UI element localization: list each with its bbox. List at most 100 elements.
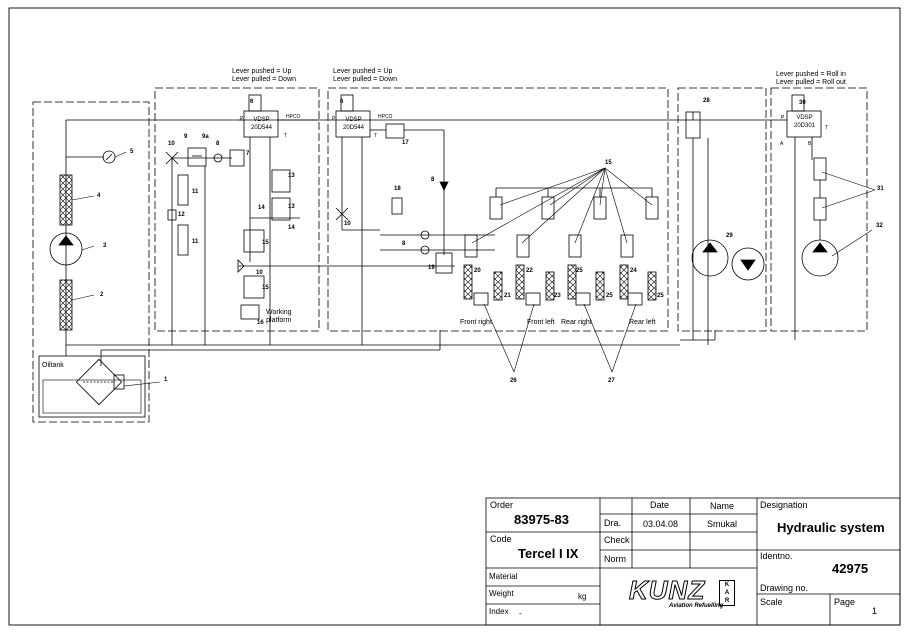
callout-4: 4: [97, 193, 101, 199]
front-right-label: Front right: [460, 319, 492, 326]
dra-name: Smukal: [707, 519, 738, 529]
title-block-grid: [485, 497, 901, 626]
callout-20: 20: [474, 268, 481, 274]
callout-9: 9: [184, 134, 188, 140]
callout-15-main: 15: [605, 160, 612, 166]
callout-22: 22: [526, 268, 533, 274]
callout-10-b: 10: [344, 221, 351, 227]
scale-label: Scale: [760, 597, 783, 607]
callout-16: 16: [257, 320, 264, 326]
dra-date: 03.04.08: [643, 519, 679, 529]
callout-13-a: 13: [288, 173, 295, 179]
callout-3: 3: [103, 243, 107, 249]
callout-9a: 9a: [202, 134, 209, 140]
callout-14-b: 14: [288, 225, 295, 231]
port-p-3: P: [781, 115, 785, 121]
designation-label: Designation: [760, 500, 808, 510]
port-a-3: A: [780, 141, 784, 147]
identno-label: Identno.: [760, 551, 793, 561]
valve-31b: [813, 197, 827, 221]
lever-note-roll-in: Lever pushed = Roll in: [776, 71, 846, 78]
callout-17: 17: [402, 140, 409, 146]
valve-13b: [271, 197, 291, 221]
callout-26: 26: [510, 378, 517, 384]
port-b-3: B: [808, 141, 812, 147]
outrigger-cylinders: [463, 264, 657, 306]
index-value: -: [519, 609, 522, 618]
valve-7: [229, 149, 245, 167]
kunz-logo-tagline: Aviation Refuelling: [669, 603, 724, 609]
check-label: Check: [604, 535, 630, 545]
section-working-platform: [154, 87, 320, 332]
callout-30: 30: [799, 100, 806, 106]
section-drive: [677, 87, 767, 332]
valve-13a: [271, 169, 291, 193]
callout-7: 7: [246, 151, 250, 157]
order-label: Order: [490, 500, 514, 510]
valve-18: [391, 197, 403, 215]
callout-2: 2: [100, 292, 104, 298]
dra-label: Dra.: [604, 518, 622, 528]
lever-note-down-mid: Lever pulled = Down: [333, 76, 398, 83]
material-label: Material: [489, 572, 518, 581]
callout-13-b: 13: [288, 204, 295, 210]
hpco-1-label: HPCO: [286, 114, 301, 120]
valve-31a: [813, 157, 827, 181]
callout-6-left: 6: [250, 99, 254, 105]
callout-27: 27: [608, 378, 615, 384]
callout-6-mid: 6: [340, 99, 344, 105]
name-label: Name: [710, 501, 735, 511]
port-t-1: T: [284, 133, 288, 139]
motor-19: [435, 252, 453, 274]
code-label: Code: [490, 534, 512, 544]
drawing-no-label: Drawing no.: [760, 583, 809, 593]
callout-10-a: 10: [168, 141, 175, 147]
callout-28: 28: [703, 98, 710, 104]
callout-32: 32: [876, 223, 883, 229]
callout-1: 1: [164, 377, 168, 383]
callout-8-c: 8: [402, 241, 406, 247]
lever-note-down-left: Lever pulled = Down: [232, 76, 297, 83]
valve-9: [187, 147, 207, 167]
page-label: Page: [834, 597, 856, 607]
vdsp-2-label: VDSP 20D544: [343, 117, 365, 131]
filter-1: [75, 358, 125, 406]
callout-8-b: 8: [431, 177, 435, 183]
valve-17: [385, 123, 405, 139]
sheet-border: [8, 7, 901, 626]
date-label: Date: [650, 500, 670, 510]
callout-14-a: 14: [258, 205, 265, 211]
weight-unit: kg: [578, 592, 587, 601]
kunz-logo: KUNZ K A R Aviation Refuelling: [627, 576, 749, 616]
oiltank-label: Oiltank: [42, 362, 64, 369]
section-roll: [770, 87, 868, 332]
front-left-label: Front left: [527, 319, 555, 326]
callout-8-a: 8: [216, 141, 220, 147]
callout-23: 23: [554, 293, 561, 299]
callout-11-b: 11: [192, 239, 199, 245]
callout-25-a: 25: [576, 268, 583, 274]
callout-15-c: 15: [262, 285, 269, 291]
valve-15a: [243, 229, 265, 253]
callout-15-b: 15: [262, 240, 269, 246]
port-p-1: P: [240, 116, 244, 122]
motor-29a: [691, 239, 729, 277]
port-p-2: P: [332, 116, 336, 122]
port-t-3: T: [825, 125, 829, 131]
kunz-logo-text: KUNZ: [628, 575, 706, 605]
order-value: 83975-83: [514, 512, 569, 527]
callout-21: 21: [504, 293, 511, 299]
callout-18: 18: [394, 186, 401, 192]
check-valve-8a: [213, 153, 223, 163]
rear-left-label: Rear left: [629, 319, 656, 326]
norm-label: Norm: [604, 554, 626, 564]
motor-29b: [731, 247, 765, 281]
section-tank-pump: [32, 101, 150, 423]
callout-5: 5: [130, 149, 134, 155]
lever-note-up-mid: Lever pushed = Up: [333, 68, 393, 75]
working-platform-label: Working platform: [266, 309, 292, 324]
callout-24: 24: [630, 268, 637, 274]
callout-25-c: 25: [657, 293, 664, 299]
